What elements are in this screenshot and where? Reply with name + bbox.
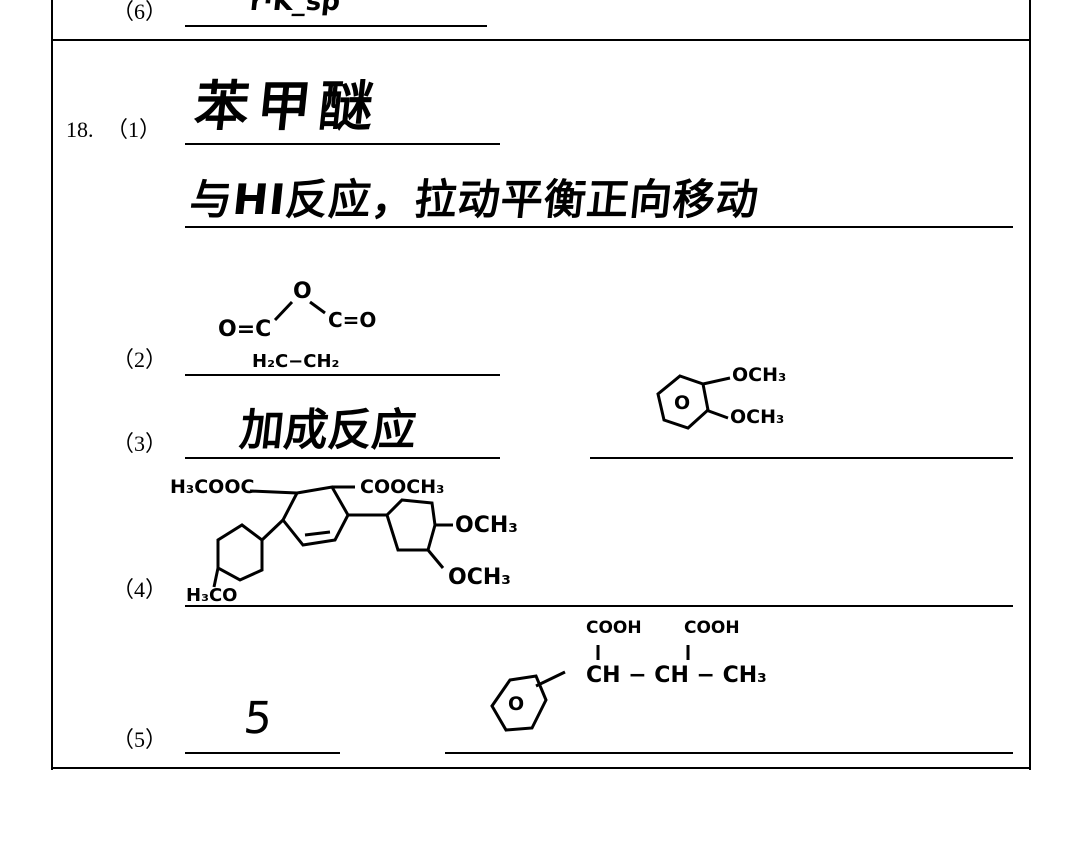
dimethoxy-och3-2: OCH₃ bbox=[730, 406, 785, 428]
dimethoxy-och3-1: OCH₃ bbox=[732, 364, 787, 386]
anhydride-right-co: C=O bbox=[328, 308, 377, 332]
frame-bottom-border bbox=[51, 767, 1031, 769]
q18-5-right-answer-line bbox=[445, 752, 1013, 754]
q6-label: （6） bbox=[112, 0, 168, 24]
q4-och3-a: OCH₃ bbox=[455, 513, 518, 538]
q18-1-answer2-line bbox=[185, 226, 1013, 228]
dimethoxybenzene-ring bbox=[656, 374, 731, 430]
dimethoxy-ring-o: O bbox=[674, 392, 691, 414]
q6-answer-line bbox=[185, 25, 487, 27]
q5-chain: CH − CH − CH₃ bbox=[586, 663, 767, 688]
q4-right-ester: COOCH₃ bbox=[360, 476, 445, 498]
q18-3-answer: 加成反应 bbox=[237, 405, 419, 456]
q18-3-answer-line bbox=[185, 457, 500, 459]
anhydride-left-co: O=C bbox=[218, 317, 272, 342]
q4-och3-b: OCH₃ bbox=[448, 565, 511, 590]
q18-5-label: （5） bbox=[112, 727, 168, 752]
q4-left-ester: H₃COOC bbox=[170, 476, 255, 498]
q18-4-answer-line bbox=[185, 605, 1013, 607]
q18-5-answer: 5 bbox=[241, 693, 275, 744]
q18-4-label: （4） bbox=[112, 577, 168, 602]
q4-h3co: H₃CO bbox=[186, 585, 238, 606]
section-divider bbox=[51, 39, 1031, 41]
q5-ring-o: O bbox=[508, 693, 525, 715]
frame-right-border bbox=[1029, 0, 1031, 770]
q18-2-label: （2） bbox=[112, 347, 168, 372]
anhydride-o-top: O bbox=[293, 279, 312, 304]
anhydride-bonds bbox=[273, 300, 326, 322]
q18-2-answer-line bbox=[185, 374, 500, 376]
q18-5-answer-line bbox=[185, 752, 340, 754]
q5-cooh-2: COOH bbox=[684, 618, 740, 638]
q4-structure-bonds bbox=[212, 485, 453, 588]
anhydride-bottom: H₂C−CH₂ bbox=[252, 351, 340, 372]
q18-number: 18. bbox=[66, 117, 94, 142]
q18-3-right-answer-line bbox=[590, 457, 1013, 459]
q18-1-answer2: 与HI反应，拉动平衡正向移动 bbox=[187, 175, 762, 224]
q5-cooh-1: COOH bbox=[586, 618, 642, 638]
q18-1-answer: 苯甲醚 bbox=[191, 75, 385, 138]
q6-answer: r·K_sp bbox=[248, 0, 342, 17]
q5-phenyl-ring bbox=[490, 645, 690, 732]
frame-left-border bbox=[51, 0, 53, 770]
q18-3-label: （3） bbox=[112, 431, 168, 456]
q18-1-label: （1） bbox=[106, 117, 162, 142]
q18-1-answer-line bbox=[185, 143, 500, 145]
